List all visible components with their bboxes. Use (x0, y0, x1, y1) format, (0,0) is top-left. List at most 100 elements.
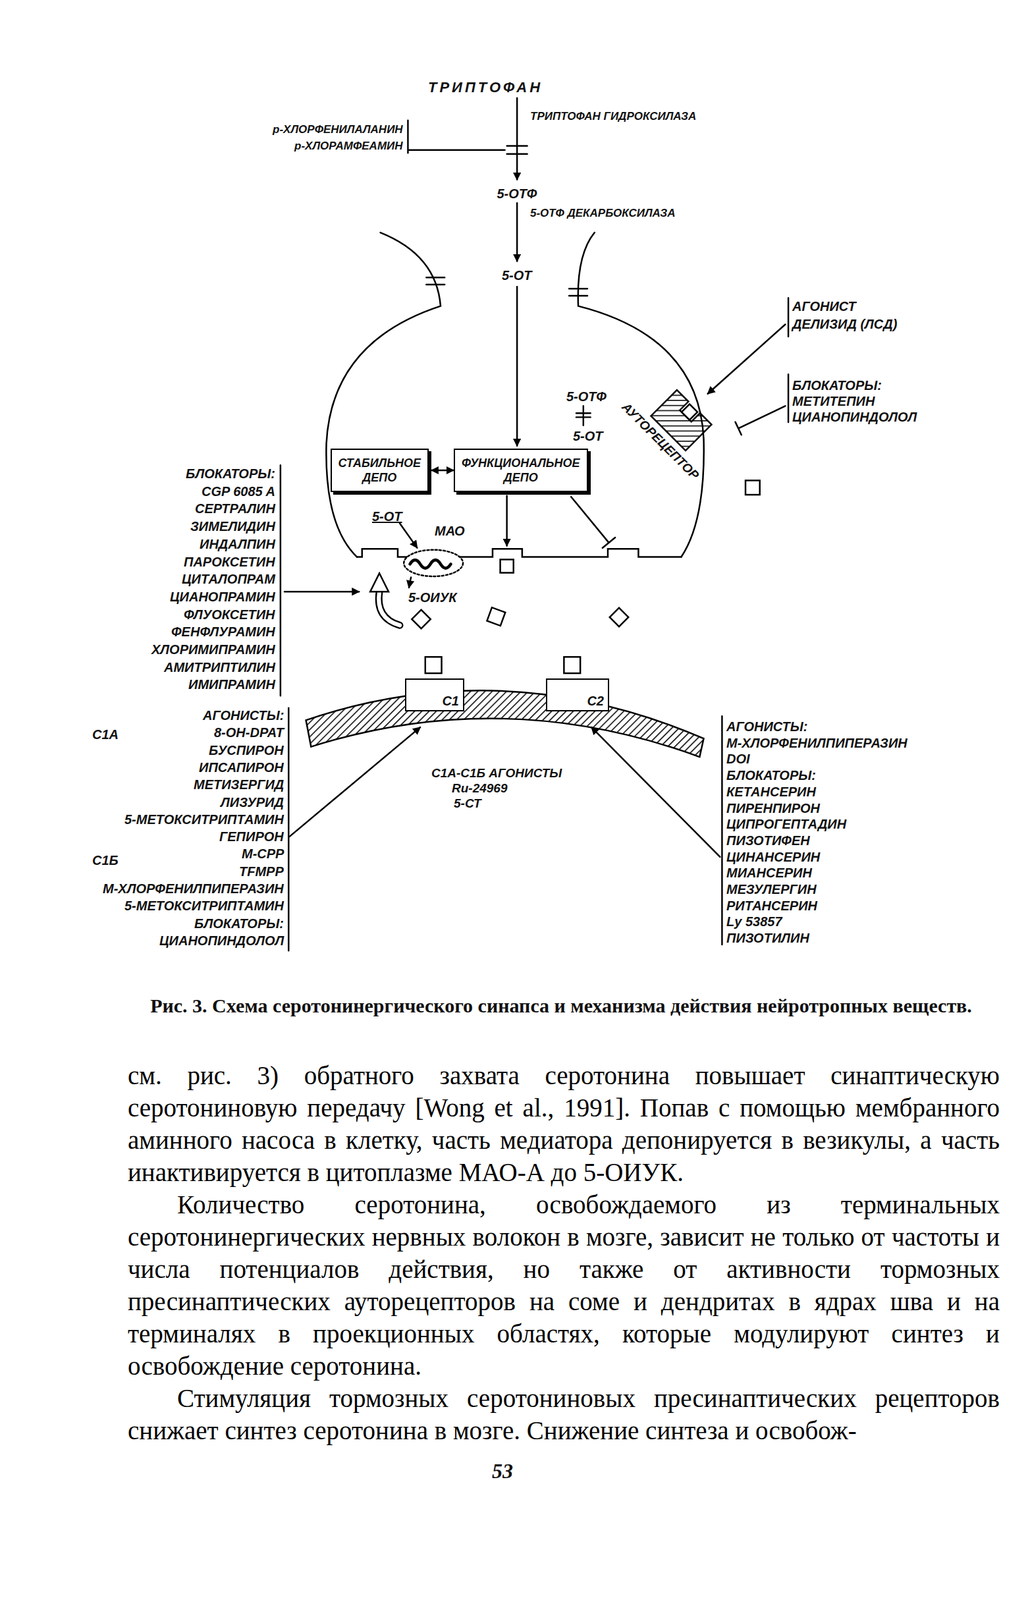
serotonin-molecule (486, 607, 506, 626)
diagram-label: СЕРТРАЛИН (194, 500, 276, 517)
blocker-arrow (284, 590, 359, 593)
paragraph: Количество серотонина, освобождаемого из… (127, 1188, 1000, 1382)
diagram-label: TFMPP (239, 863, 284, 880)
body-text: см. рис. 3) обратного захвата серотонина… (127, 1058, 1000, 1447)
diagram-label: 5-ОТФ ДЕКАРБОКСИЛАЗА (530, 206, 676, 220)
diagram-label: ЗИМЕЛИДИН (190, 518, 276, 535)
node-text: С2 (586, 692, 604, 709)
presynaptic-membrane (325, 232, 441, 557)
diagram-label: БЛОКАТОРЫ: (185, 465, 276, 482)
serotonin-molecule (500, 559, 514, 573)
diagram-label: ЦИНАНСЕРИН (726, 848, 820, 865)
diagram-label: 5-ОИУК (408, 589, 458, 606)
inhibition-mark (507, 145, 528, 154)
node-text: С1 (441, 692, 460, 709)
diagram-label: С1А-С1Б АГОНИСТЫ (431, 765, 562, 781)
diagram-label: С1А (92, 726, 119, 743)
diagram-label: М-СРР (241, 845, 284, 862)
diagram-label: М-ХЛОРФЕНИЛПИПЕРАЗИН (726, 734, 908, 751)
agonist-arrow (707, 324, 786, 394)
paragraph: Стимуляция тормозных серотониновых преси… (127, 1381, 1000, 1447)
diagram-label: ИНДАЛПИН (199, 536, 276, 552)
diagram-label: АГОНИСТЫ: (202, 707, 284, 724)
diagram-label: ЦИПРОГЕПТАДИН (726, 815, 847, 832)
diagram-label: АМИТРИПТИЛИН (163, 659, 276, 676)
depot-box: ФУНКЦИОНАЛЬНОЕ ДЕПО (453, 448, 589, 492)
serotonin-molecule (411, 609, 431, 629)
node-text: СТАБИЛЬНОЕ ДЕПО (338, 455, 421, 485)
degradation-arrow (408, 577, 411, 588)
mitochondrion-crista (410, 559, 452, 568)
depot-box: СТАБИЛЬНОЕ ДЕПО (330, 448, 429, 492)
depot-exchange-arrow (431, 469, 454, 472)
diagram-label: КЕТАНСЕРИН (726, 783, 816, 800)
list-bracket (787, 297, 789, 423)
diagram-label: МИАНСЕРИН (726, 864, 812, 881)
receptor-site: С2 (545, 678, 610, 712)
inhibitor-line (407, 120, 505, 154)
diagram-label: 8-ОН-DPAT (214, 724, 284, 741)
diagram-label: РИТАНСЕРИН (726, 897, 818, 914)
diagram-label: ПИЗОТИЛИН (726, 929, 810, 946)
degradation-arrow (399, 522, 417, 548)
diagram-label: С1Б (92, 852, 119, 868)
diagram-label: 5-ОТ (572, 428, 604, 444)
diagram-label: ЦИАНОПРАМИН (169, 588, 276, 605)
diagram-label: ПАРОКСЕТИН (183, 553, 276, 570)
diagram-label: ЛИЗУРИД (220, 794, 284, 811)
diagram-label: АГОНИСТЫ: (726, 718, 808, 735)
mitochondrion (403, 549, 463, 577)
diagram-label: DOI (726, 750, 751, 767)
diagram-label: БУСПИРОН (208, 742, 284, 758)
diagram-label: ГЕПИРОН (219, 828, 284, 845)
release-arrow (505, 495, 508, 546)
diagram-label: ЦИТАЛОПРАМ (181, 570, 276, 587)
diagram-label: МЕТИТЕПИН (792, 393, 875, 409)
list-bracket (280, 464, 723, 951)
receptor-site: С1 (405, 678, 465, 712)
serotonin-molecule (681, 403, 698, 420)
diagram-label: ЦИАНОПИНДОЛОЛ (159, 932, 284, 949)
serotonin-molecule (563, 656, 581, 674)
diagram-label: АГОНИСТ (792, 298, 857, 315)
synthesis-arrow (516, 98, 518, 180)
autoinhibition-mark (576, 405, 591, 425)
illustration-group (280, 98, 789, 951)
diagram-label: 5-МЕТОКСИТРИПТАМИН (124, 897, 284, 914)
diagram-label: 5-ОТФ (497, 185, 538, 202)
diagram-label: 5-ОТ (501, 267, 533, 284)
diagram-label: МЕЗУЛЕРГИН (726, 881, 817, 897)
diagram-label: ИПСАПИРОН (198, 759, 284, 776)
agonist-arrow (289, 727, 421, 837)
paragraph: см. рис. 3) обратного захвата серотонина… (127, 1058, 1000, 1189)
presynaptic-bottom (356, 548, 681, 557)
diagram-label: МАО (434, 522, 465, 539)
node-text: ФУНКЦИОНАЛЬНОЕ ДЕПО (461, 455, 581, 485)
page-number: 53 (491, 1458, 514, 1484)
serotonin-molecule (609, 607, 629, 627)
uptake-arrow (378, 591, 400, 625)
diagram-label: ПИЗОТИФЕН (726, 832, 811, 849)
diagram-label: ПИРЕНПИРОН (726, 800, 820, 816)
diagram-label: БЛОКАТОРЫ: (792, 377, 882, 394)
diagram-label: ФЛУОКСЕТИН (183, 606, 276, 623)
diagram-label: CGP 6085 A (201, 483, 276, 500)
diagram-label: ДЕЛИЗИД (ЛСД) (792, 316, 897, 332)
channel-mark (426, 277, 445, 285)
diagram-label: БЛОКАТОРЫ: (726, 767, 816, 784)
serotonin-molecule (425, 656, 442, 674)
agonist-arrow (591, 727, 720, 857)
diagram-label: 5-СТ (453, 795, 482, 811)
diagram-label: ХЛОРИМИПРАМИН (151, 641, 276, 658)
diagram-label: 5-МЕТОКСИТРИПТАМИН (124, 811, 284, 828)
diagram-label: р-ХЛОРАМФЕАМИН (294, 138, 404, 153)
postsynaptic-membrane (306, 690, 704, 757)
diagram-label: ЦИАНОПИНДОЛОЛ (792, 408, 917, 425)
uptake-arrow-head (370, 572, 389, 592)
synthesis-arrow (516, 202, 518, 261)
channel-mark (568, 288, 588, 296)
diagram-label: М-ХЛОРФЕНИЛПИПЕРАЗИН (102, 880, 284, 897)
diagram-label: Ru-24969 (451, 780, 508, 796)
diagram-label: АУТОРЕЦЕПТОР (619, 399, 703, 483)
